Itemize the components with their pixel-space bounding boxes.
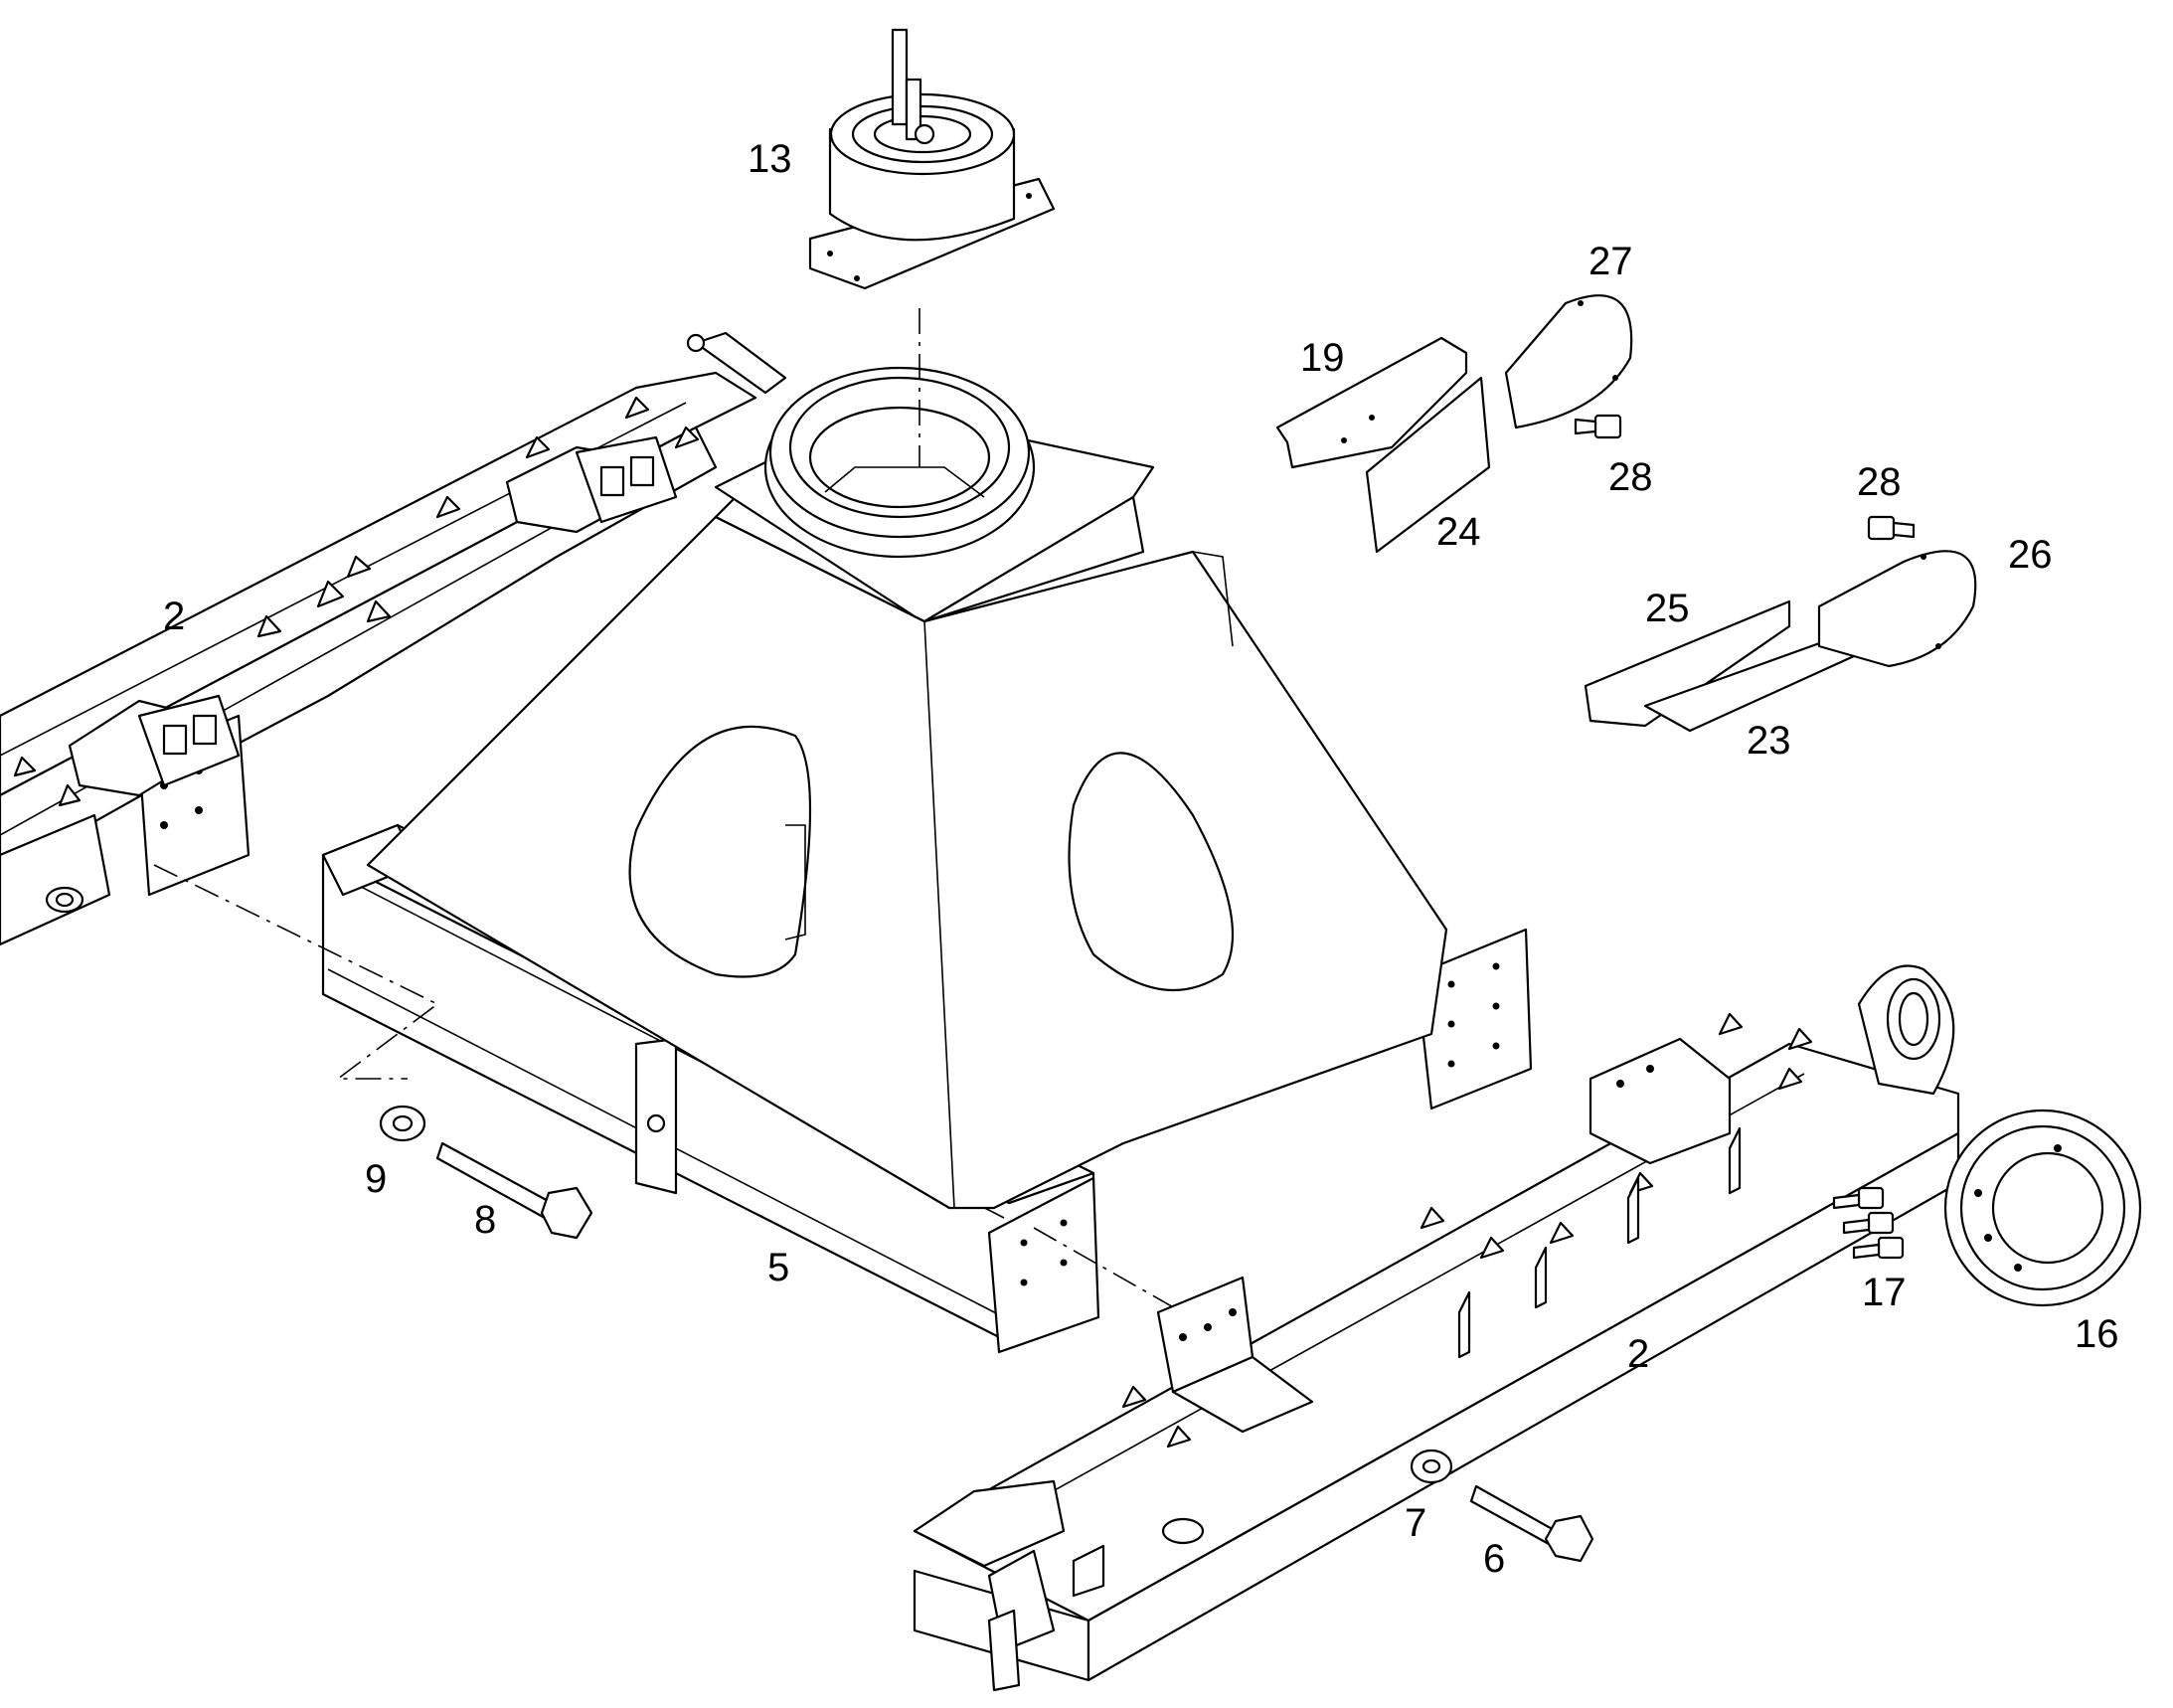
callout-19: 19: [1300, 336, 1345, 380]
callout-9: 9: [365, 1157, 388, 1201]
sprocket-screws: [1832, 1186, 1905, 1260]
callout-6: 6: [1483, 1537, 1506, 1581]
bolt-6: [1469, 1484, 1594, 1563]
callout-17: 17: [1862, 1271, 1907, 1314]
screw-28-lower: [1867, 515, 1916, 541]
callout-28a: 28: [1608, 455, 1653, 499]
sprocket: [1943, 1109, 2142, 1307]
washer-9: [379, 1105, 426, 1142]
cover-plates-upper: [1275, 294, 1633, 554]
cover-plates-lower: [1584, 515, 1977, 733]
screw-28-upper: [1574, 414, 1622, 439]
callout-24: 24: [1436, 510, 1481, 554]
callout-16: 16: [2075, 1312, 2119, 1356]
callout-23: 23: [1747, 719, 1791, 763]
callout-8: 8: [474, 1198, 497, 1242]
callout-7: 7: [1405, 1501, 1427, 1545]
callout-2-left: 2: [163, 595, 186, 638]
bolt-8: [435, 1141, 593, 1240]
callout-25: 25: [1645, 587, 1690, 630]
washer-7: [1410, 1449, 1453, 1484]
track-frame-left: [0, 331, 787, 946]
callout-2-right: 2: [1627, 1332, 1650, 1376]
callout-13: 13: [748, 137, 792, 181]
callout-28b: 28: [1857, 460, 1902, 504]
callout-5: 5: [767, 1246, 790, 1289]
callout-27: 27: [1588, 240, 1633, 283]
track-frame-right: [913, 964, 1960, 1692]
central-frame: [321, 366, 1533, 1354]
callout-26: 26: [2008, 533, 2053, 577]
slewing-ring-swivel-joint: [808, 28, 1056, 290]
